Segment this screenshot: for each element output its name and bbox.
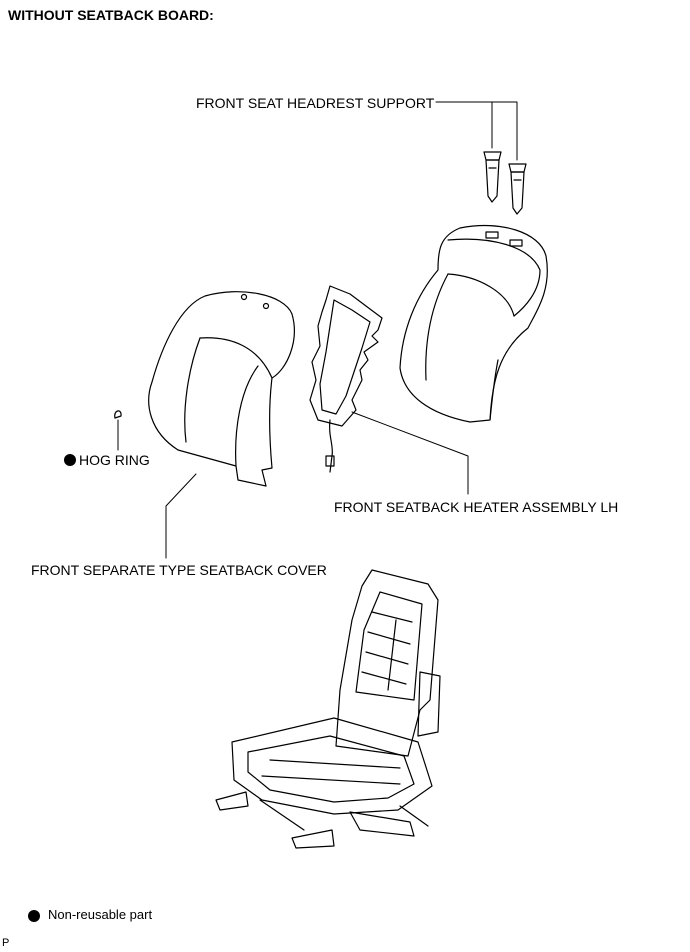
legend-bullet-icon [28, 910, 40, 922]
leader-lines [117, 101, 518, 559]
seatback-cover-part [148, 291, 295, 487]
heater-leader [351, 411, 469, 495]
seatback-pad-part [399, 224, 548, 423]
label-heater-assembly: FRONT SEATBACK HEATER ASSEMBLY LH [334, 499, 619, 515]
headrest-support-part [483, 151, 527, 215]
seatback-cover-leader [165, 473, 197, 559]
label-headrest-support: FRONT SEAT HEADREST SUPPORT [196, 95, 435, 111]
label-seatback-cover: FRONT SEPARATE TYPE SEATBACK COVER [31, 562, 327, 578]
corner-mark: P [2, 937, 10, 949]
label-hog-ring: HOG RING [79, 452, 150, 468]
hog-ring-part [114, 410, 122, 419]
heater-assembly-part [309, 285, 383, 473]
legend-text: Non-reusable part [48, 907, 153, 922]
seat-frame-part [215, 569, 441, 849]
non-reusable-bullet-icon [64, 454, 76, 466]
diagram-title: WITHOUT SEATBACK BOARD: [8, 7, 214, 23]
headrest-support-leader [435, 101, 518, 161]
